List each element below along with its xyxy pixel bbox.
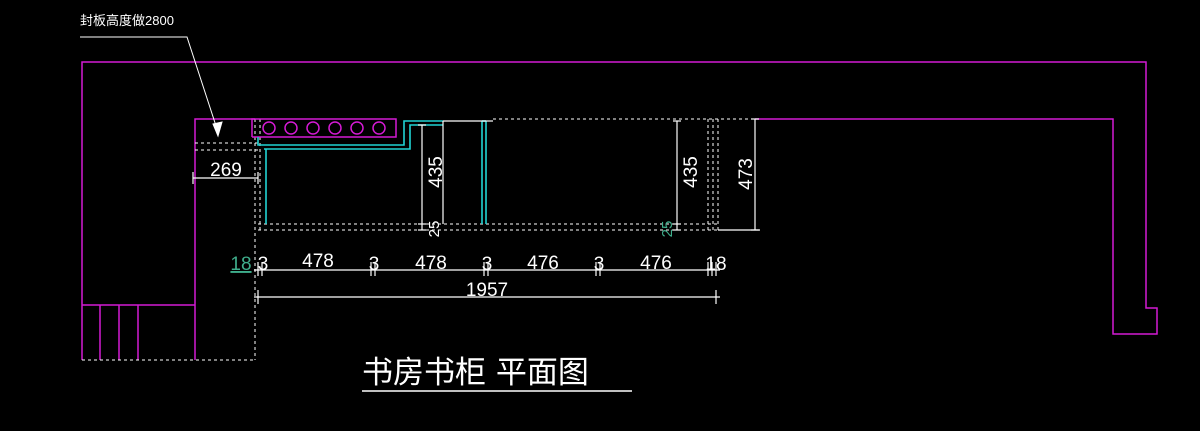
bottle-circle bbox=[328, 121, 342, 135]
bottle-circle bbox=[350, 121, 364, 135]
bottle-circle bbox=[372, 121, 386, 135]
bottle-circle bbox=[284, 121, 298, 135]
vertical-dimensions bbox=[418, 118, 760, 231]
dim-return-width: 269 bbox=[210, 160, 242, 181]
dim-panel-3: 3 bbox=[482, 254, 493, 275]
note-text: 封板高度做2800 bbox=[80, 13, 174, 28]
note-leader bbox=[80, 36, 223, 138]
drawing-title: 书房书柜 平面图 bbox=[362, 355, 589, 391]
bottle-circle bbox=[306, 121, 320, 135]
dim-end-panel: 18 bbox=[705, 254, 726, 275]
dim-top-depth-right: 435 bbox=[681, 156, 702, 188]
dim-panel-2: 3 bbox=[369, 254, 380, 275]
dim-bay-3: 476 bbox=[527, 253, 559, 274]
dim-board-left: 25 bbox=[426, 221, 443, 238]
dim-bay-4: 476 bbox=[640, 253, 672, 274]
dim-top-depth-left: 435 bbox=[426, 156, 447, 188]
dim-bay-1: 478 bbox=[302, 251, 334, 272]
wine-rack bbox=[251, 118, 397, 138]
dim-panel-4: 3 bbox=[594, 254, 605, 275]
dim-panel-1: 3 bbox=[258, 254, 269, 275]
dim-overall-depth: 473 bbox=[736, 158, 757, 190]
dim-overall-width: 1957 bbox=[466, 280, 508, 301]
bottle-circle bbox=[262, 121, 276, 135]
dim-board-right: 25 bbox=[659, 221, 676, 238]
dashed-lines bbox=[82, 118, 755, 361]
dim-side-panel: 18 bbox=[230, 254, 251, 275]
cabinet-panels bbox=[257, 120, 487, 224]
dim-bay-2: 478 bbox=[415, 253, 447, 274]
structure-lines bbox=[442, 120, 493, 224]
wall-outline bbox=[81, 61, 1158, 360]
horizontal-dimensions bbox=[192, 172, 720, 304]
